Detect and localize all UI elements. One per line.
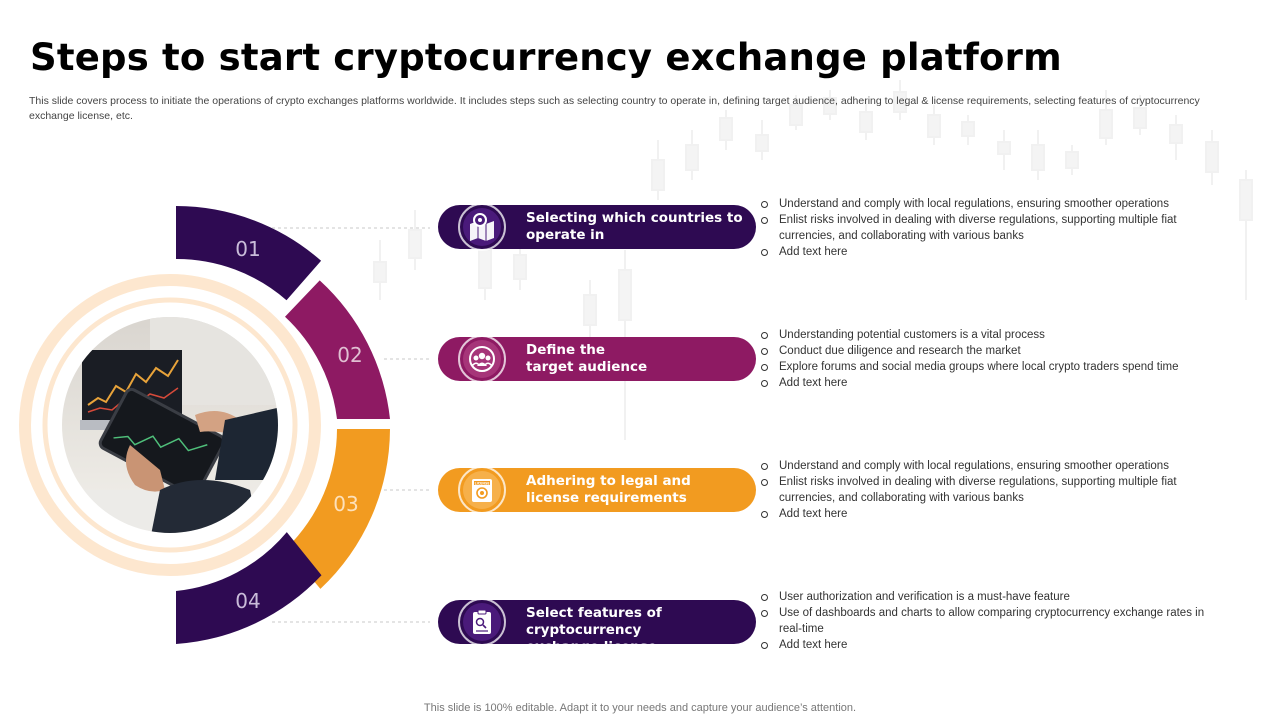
tablet-trading-chart-photo xyxy=(62,317,278,533)
step-02-bullet-1: Understanding potential customers is a v… xyxy=(760,327,1230,343)
step-02-title-line1: Define the xyxy=(526,342,606,358)
step-wheel-svg: 01 02 03 04 xyxy=(19,206,430,644)
audience-icon xyxy=(463,340,501,378)
step-03-bullets: Understand and comply with local regulat… xyxy=(760,458,1230,522)
step-01-title-line2: operate in xyxy=(526,227,605,243)
step-01-bullet-2: Enlist risks involved in dealing with di… xyxy=(760,212,1230,244)
step-01-bullets: Understand and comply with local regulat… xyxy=(760,196,1230,260)
step-02-bullets: Understanding potential customers is a v… xyxy=(760,327,1230,391)
step-02-bullet-3: Explore forums and social media groups w… xyxy=(760,359,1230,375)
step-01-icon-circle xyxy=(458,203,506,251)
step-03-icon-circle: LICENSE xyxy=(458,466,506,514)
step-02-bullet-4: Add text here xyxy=(760,375,1230,391)
step-04-bullet-1: User authorization and verification is a… xyxy=(760,589,1230,605)
page-title: Steps to start cryptocurrency exchange p… xyxy=(30,36,1062,79)
step-03-title-line1: Adhering to legal and xyxy=(526,473,691,489)
step-02-title: Define the target audience xyxy=(526,342,754,376)
step-01-label: Selecting which countries to operate in xyxy=(438,203,756,251)
step-02-label: Define the target audience xyxy=(438,335,756,383)
license-tag-text: LICENSE xyxy=(475,481,490,485)
step-04-bullet-3: Add text here xyxy=(760,637,1230,653)
step-number-02: 02 xyxy=(337,343,362,367)
step-02-title-line2: target audience xyxy=(526,359,648,375)
step-01-bullet-1: Understand and comply with local regulat… xyxy=(760,196,1230,212)
step-wheel: 01 02 03 04 xyxy=(0,190,430,660)
footer-note: This slide is 100% editable. Adapt it to… xyxy=(423,702,857,714)
outer-ring xyxy=(19,274,321,576)
step-03-bullet-2: Enlist risks involved in dealing with di… xyxy=(760,474,1230,506)
step-02-icon-circle xyxy=(458,335,506,383)
step-04-icon-circle xyxy=(458,598,506,646)
step-03-label: LICENSE Adhering to legal and license re… xyxy=(438,466,756,514)
step-01-bullet-3: Add text here xyxy=(760,244,1230,260)
step-03-title: Adhering to legal and license requiremen… xyxy=(526,473,754,507)
map-pin-icon xyxy=(463,208,501,246)
step-number-01: 01 xyxy=(235,237,260,261)
license-icon: LICENSE xyxy=(463,471,501,509)
step-04-bullets: User authorization and verification is a… xyxy=(760,589,1230,653)
page-subtitle: This slide covers process to initiate th… xyxy=(29,95,1200,122)
arc-segment-04 xyxy=(176,532,322,644)
arc-segment-03 xyxy=(286,429,390,589)
clipboard-icon xyxy=(463,603,501,641)
step-04-title-line2: exchange license xyxy=(526,639,657,655)
arc-segment-01 xyxy=(176,206,322,301)
step-03-bullet-3: Add text here xyxy=(760,506,1230,522)
step-04-title-line1: Select features of cryptocurrency xyxy=(526,605,662,638)
step-02-bullet-2: Conduct due diligence and research the m… xyxy=(760,343,1230,359)
step-04-bullet-2: Use of dashboards and charts to allow co… xyxy=(760,605,1230,637)
step-number-03: 03 xyxy=(333,492,358,516)
step-number-04: 04 xyxy=(235,589,260,613)
inner-ring xyxy=(42,297,298,553)
step-04-title: Select features of cryptocurrency exchan… xyxy=(526,605,754,656)
arc-segment-02 xyxy=(285,280,390,419)
step-01-title-line1: Selecting which countries to xyxy=(526,210,743,226)
step-04-label: Select features of cryptocurrency exchan… xyxy=(438,598,756,655)
step-01-title: Selecting which countries to operate in xyxy=(526,210,754,244)
step-03-bullet-1: Understand and comply with local regulat… xyxy=(760,458,1230,474)
step-03-title-line2: license requirements xyxy=(526,490,687,506)
